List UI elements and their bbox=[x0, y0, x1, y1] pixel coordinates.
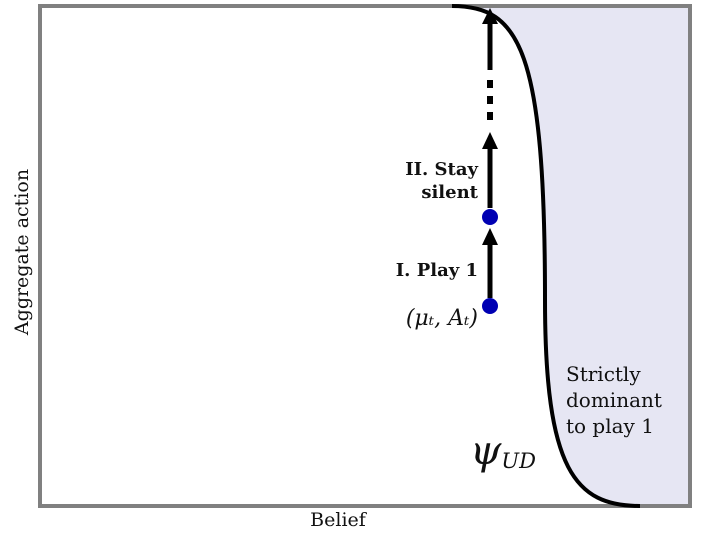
curve-label-symbol: ψ bbox=[470, 428, 502, 474]
region-label-line2: dominant bbox=[566, 388, 662, 412]
step-play-1-label: I. Play 1 bbox=[396, 259, 478, 282]
arrowhead-stay-silent bbox=[482, 132, 498, 149]
arrowhead-top bbox=[482, 8, 498, 24]
curve-label-subscript: UD bbox=[501, 449, 536, 473]
region-label-line3: to play 1 bbox=[566, 414, 654, 438]
step-stay-silent-label: II. Stay silent bbox=[405, 158, 478, 204]
step-play-1-line1: I. Play 1 bbox=[395, 260, 478, 281]
plot-frame bbox=[38, 4, 692, 508]
state-point-after-play bbox=[482, 209, 498, 225]
psi-ud-curve bbox=[451, 4, 641, 508]
region-label-line1: Strictly bbox=[566, 362, 641, 386]
state-point-label: (μₜ, Aₜ) bbox=[405, 306, 478, 331]
curve-label: ψUD bbox=[470, 428, 536, 474]
step-stay-silent-line2: silent bbox=[421, 182, 478, 203]
y-axis-label: Aggregate action bbox=[11, 168, 33, 336]
state-point-initial bbox=[482, 298, 498, 314]
arrowhead-play-1 bbox=[482, 228, 498, 245]
step-stay-silent-line1: II. Stay bbox=[405, 159, 478, 180]
dominant-region bbox=[452, 6, 690, 506]
dominant-region-label: Strictly dominant to play 1 bbox=[566, 361, 662, 439]
x-axis-label: Belief bbox=[310, 509, 366, 531]
